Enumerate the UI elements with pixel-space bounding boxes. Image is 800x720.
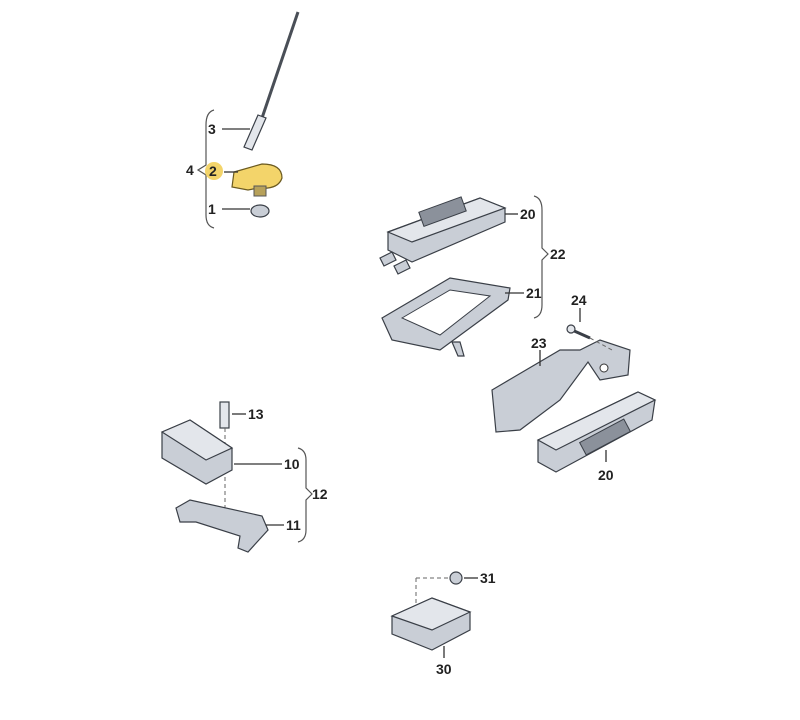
callout-20-bottom: 20 (598, 467, 614, 483)
antenna-assembly: 3 2 4 1 (186, 11, 300, 229)
module-group-30: 31 30 (390, 570, 496, 677)
module-group-12: 13 10 12 11 (160, 401, 328, 553)
callout-4: 4 (186, 162, 194, 178)
callout-20-top: 20 (520, 206, 536, 222)
callout-2: 2 (209, 163, 217, 179)
callout-11: 11 (286, 517, 301, 533)
callout-10: 10 (284, 456, 300, 472)
control-unit-group-22: 20 22 21 (379, 195, 566, 357)
callout-13: 13 (248, 406, 264, 422)
nut-part-1 (250, 204, 270, 218)
callout-24: 24 (571, 292, 587, 308)
antenna-base-rod (243, 114, 267, 151)
callout-21: 21 (526, 285, 542, 301)
mounting-bracket-group: 24 23 20 (491, 292, 657, 483)
callout-22: 22 (550, 246, 566, 262)
nut-31 (449, 571, 463, 585)
bolt-13 (219, 401, 230, 429)
bracket-23 (491, 339, 631, 433)
screw-24 (566, 324, 576, 334)
bracket-11 (175, 499, 269, 553)
callout-3: 3 (208, 121, 216, 137)
adapter-thread (253, 185, 267, 197)
callout-12: 12 (312, 486, 328, 502)
callout-2-highlight (205, 162, 223, 180)
antenna-rod (260, 11, 300, 119)
callout-31: 31 (480, 570, 496, 586)
callout-30: 30 (436, 661, 452, 677)
callout-1: 1 (208, 201, 216, 217)
callout-23: 23 (531, 335, 547, 351)
